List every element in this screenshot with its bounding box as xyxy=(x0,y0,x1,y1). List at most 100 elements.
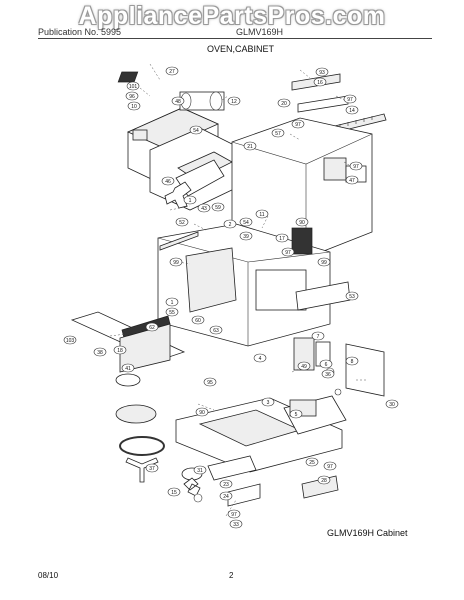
callout-label: 62 xyxy=(149,325,155,331)
callout-label: 48 xyxy=(175,99,181,105)
callout-27: 99 xyxy=(169,257,183,267)
footer-date: 08/10 xyxy=(38,571,59,580)
callout-49: 3 xyxy=(261,397,275,407)
callout-22: 11 xyxy=(255,209,269,219)
callout-label: 43 xyxy=(201,206,207,212)
callout-label: 28 xyxy=(321,478,327,484)
callout-13: 57 xyxy=(271,128,285,138)
callout-labels: 27 101 96 10 48 12 93 16 97 20 14 54 57 … xyxy=(63,66,399,529)
callout-label: 101 xyxy=(129,84,138,90)
callout-label: 97 xyxy=(327,464,333,470)
callout-label: 96 xyxy=(129,94,135,100)
callout-label: 21 xyxy=(247,144,253,150)
callout-label: 97 xyxy=(285,250,291,256)
callout-label: 52 xyxy=(179,220,185,226)
callout-54: 25 xyxy=(305,457,319,467)
callout-label: 97 xyxy=(295,122,301,128)
callout-label: 18 xyxy=(117,348,123,354)
callout-41: 18 xyxy=(113,345,127,355)
turntable-assembly xyxy=(115,373,165,483)
side-components xyxy=(293,281,385,397)
callout-23: 54 xyxy=(239,217,253,227)
callout-34: 55 xyxy=(165,307,179,317)
callout-label: 93 xyxy=(319,70,325,76)
callout-51: 30 xyxy=(385,399,399,409)
callout-59: 28 xyxy=(317,475,331,485)
callout-28: 17 xyxy=(275,233,289,243)
callout-58: 24 xyxy=(219,491,233,501)
callout-label: 57 xyxy=(275,131,281,137)
callout-label: 11 xyxy=(259,212,264,218)
callout-label: 90 xyxy=(299,220,305,226)
callout-1: 27 xyxy=(165,66,179,76)
callout-7: 93 xyxy=(315,67,329,77)
callout-8: 16 xyxy=(313,77,327,87)
callout-11: 14 xyxy=(345,105,359,115)
callout-label: 38 xyxy=(97,350,103,356)
callout-label: 97 xyxy=(353,164,359,170)
callout-label: 14 xyxy=(349,108,355,114)
model-number: GLMV169H xyxy=(236,27,284,37)
callout-53: 37 xyxy=(145,463,159,473)
callout-16: 97 xyxy=(349,161,363,171)
callout-label: 31 xyxy=(197,468,203,474)
callout-33: 53 xyxy=(345,291,359,301)
callout-2: 101 xyxy=(126,81,140,91)
callout-55: 31 xyxy=(193,465,207,475)
callout-24: 2 xyxy=(223,219,237,229)
callout-label: 30 xyxy=(389,402,395,408)
callout-5: 48 xyxy=(171,96,185,106)
callout-label: 1 xyxy=(171,300,174,306)
callout-label: 39 xyxy=(243,234,249,240)
callout-40: 38 xyxy=(93,347,107,357)
callout-label: 1 xyxy=(189,198,192,204)
callout-label: 20 xyxy=(281,101,287,107)
callout-label: 97 xyxy=(231,512,237,518)
callout-label: 97 xyxy=(347,97,353,103)
callout-label: 60 xyxy=(195,318,201,324)
callout-label: 90 xyxy=(199,410,205,416)
callout-label: 36 xyxy=(325,372,331,378)
leader-lines xyxy=(109,63,368,517)
callout-48: 8 xyxy=(345,356,359,366)
callout-label: 53 xyxy=(349,294,355,300)
callout-label: 2 xyxy=(229,222,232,228)
callout-29: 90 xyxy=(295,217,309,227)
callout-61: 15 xyxy=(167,487,181,497)
header-rule xyxy=(38,38,432,39)
callout-4: 10 xyxy=(127,101,141,111)
callout-label: 17 xyxy=(279,236,285,242)
callout-label: 99 xyxy=(321,260,327,266)
callout-18: 46 xyxy=(161,176,175,186)
callout-label: 41 xyxy=(125,366,131,372)
oven-cavity xyxy=(157,223,331,347)
callout-20: 43 xyxy=(197,203,211,213)
control-panel xyxy=(70,311,186,373)
callout-37: 63 xyxy=(209,325,223,335)
callout-label: 33 xyxy=(233,522,239,528)
callout-label: 55 xyxy=(169,310,175,316)
callout-label: 46 xyxy=(165,179,171,185)
callout-57: 97 xyxy=(323,461,337,471)
callout-label: 37 xyxy=(149,466,155,472)
callout-52: 5 xyxy=(289,409,303,419)
diagram-caption: GLMV169H Cabinet xyxy=(327,528,408,538)
publication-number: Publication No. 5995 xyxy=(38,27,122,37)
callout-label: 103 xyxy=(66,338,75,344)
callout-62: 33 xyxy=(229,519,243,529)
callout-15: 21 xyxy=(243,141,257,151)
callout-36: 60 xyxy=(191,315,205,325)
callout-45: 49 xyxy=(297,361,311,371)
callout-56: 23 xyxy=(219,479,233,489)
callout-label: 3 xyxy=(267,400,270,406)
callout-label: 12 xyxy=(231,99,237,105)
watermark: AppliancePartsPros.com xyxy=(78,2,386,30)
callout-38: 7 xyxy=(311,331,325,341)
callout-label: 95 xyxy=(207,380,213,386)
callout-46: 6 xyxy=(319,359,333,369)
callout-14: 97 xyxy=(291,119,305,129)
footer-page-number: 2 xyxy=(229,571,234,580)
callout-label: 15 xyxy=(171,490,177,496)
callout-30: 97 xyxy=(281,247,295,257)
callout-12: 54 xyxy=(189,125,203,135)
